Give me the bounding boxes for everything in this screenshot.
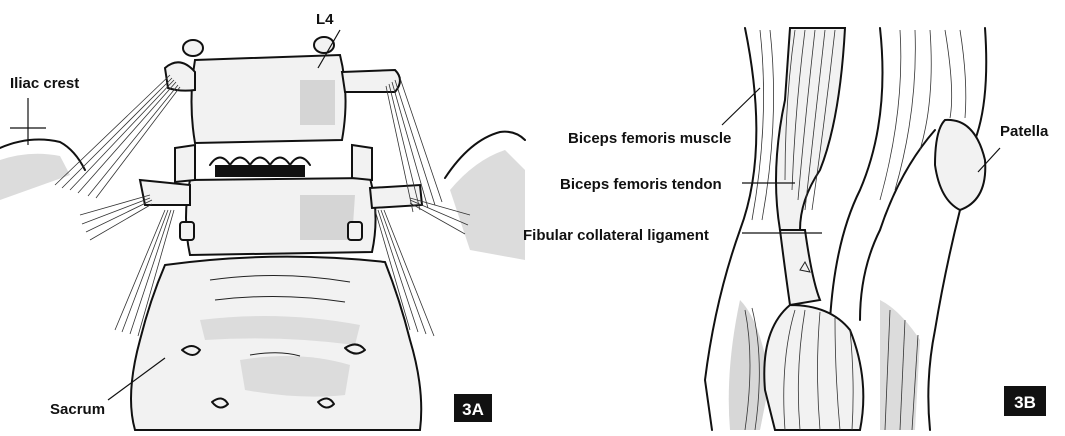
biceps-femoris-tendon: [780, 230, 820, 305]
knee-illustration: [705, 28, 986, 430]
leader-biceps-femoris-muscle: [722, 88, 760, 125]
label-iliac-crest: Iliac crest: [10, 75, 79, 92]
label-biceps-femoris-muscle: Biceps femoris muscle: [568, 130, 731, 147]
badge-3a: 3A: [454, 394, 492, 422]
badge-3b: 3B: [1004, 386, 1046, 416]
label-l4: L4: [316, 11, 334, 28]
svg-text:3A: 3A: [462, 400, 484, 419]
svg-text:3B: 3B: [1014, 393, 1036, 412]
label-fibular-collateral-ligament: Fibular collateral ligament: [523, 227, 709, 244]
pelvis-illustration: [0, 37, 525, 430]
label-patella: Patella: [1000, 123, 1049, 140]
panel-3b: Biceps femoris muscle Biceps femoris ten…: [523, 28, 1049, 430]
label-biceps-femoris-tendon: Biceps femoris tendon: [560, 176, 722, 193]
panel-3a: L4 Iliac crest Sacrum 3A: [0, 11, 525, 430]
sacrum-shape: [131, 257, 421, 430]
label-sacrum: Sacrum: [50, 401, 105, 418]
